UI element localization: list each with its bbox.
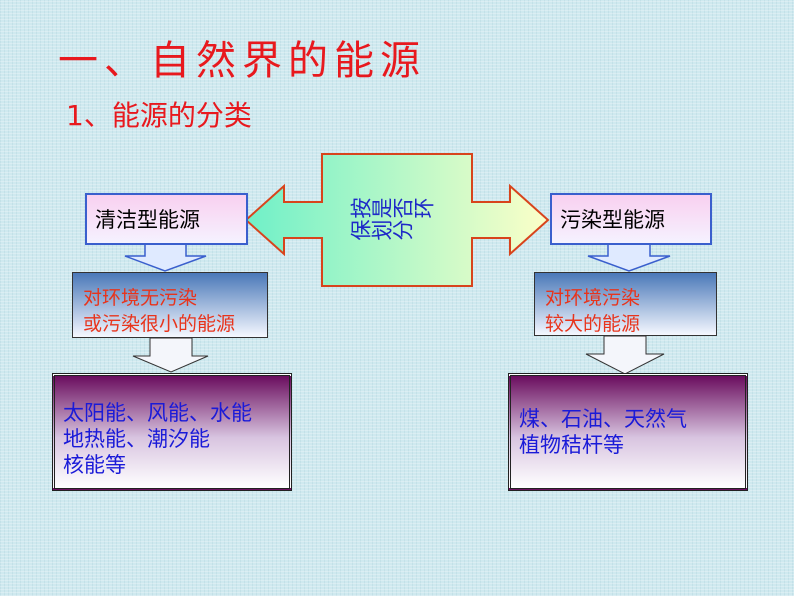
feature-line: 或污染很小的能源 <box>83 313 236 335</box>
polluting-energy-feature: 对环境污染 较大的能源 <box>534 272 717 336</box>
feature-line: 较大的能源 <box>545 313 641 335</box>
slide-title: 一、自然界的能源 <box>58 38 426 84</box>
example-line: 地热能、潮汐能 <box>63 427 210 451</box>
example-line: 核能等 <box>63 453 126 477</box>
feature-line: 对环境无污染 <box>83 287 198 309</box>
center-label-wrap: 按是否环保划分 <box>300 170 500 270</box>
clean-energy-feature: 对环境无污染 或污染很小的能源 <box>72 272 268 338</box>
example-line: 煤、石油、天然气 <box>519 407 687 431</box>
down-arrow-right-1 <box>587 243 671 272</box>
example-line: 太阳能、风能、水能 <box>63 401 252 425</box>
feature-line: 对环境污染 <box>545 287 641 309</box>
center-label: 按是否环保划分 <box>350 197 434 243</box>
down-arrow-left-1 <box>124 243 207 272</box>
section-heading: 1、能源的分类 <box>66 99 252 132</box>
down-arrow-right-2 <box>585 335 665 375</box>
double-arrow <box>244 153 550 287</box>
polluting-energy-box: 污染型能源 <box>550 193 712 245</box>
example-line: 植物秸杆等 <box>519 433 624 457</box>
clean-energy-examples: 太阳能、风能、水能 地热能、潮汐能 核能等 <box>52 373 292 491</box>
polluting-energy-examples: 煤、石油、天然气 植物秸杆等 <box>508 373 748 491</box>
down-arrow-left-2 <box>132 337 209 373</box>
clean-energy-box: 清洁型能源 <box>85 193 248 245</box>
